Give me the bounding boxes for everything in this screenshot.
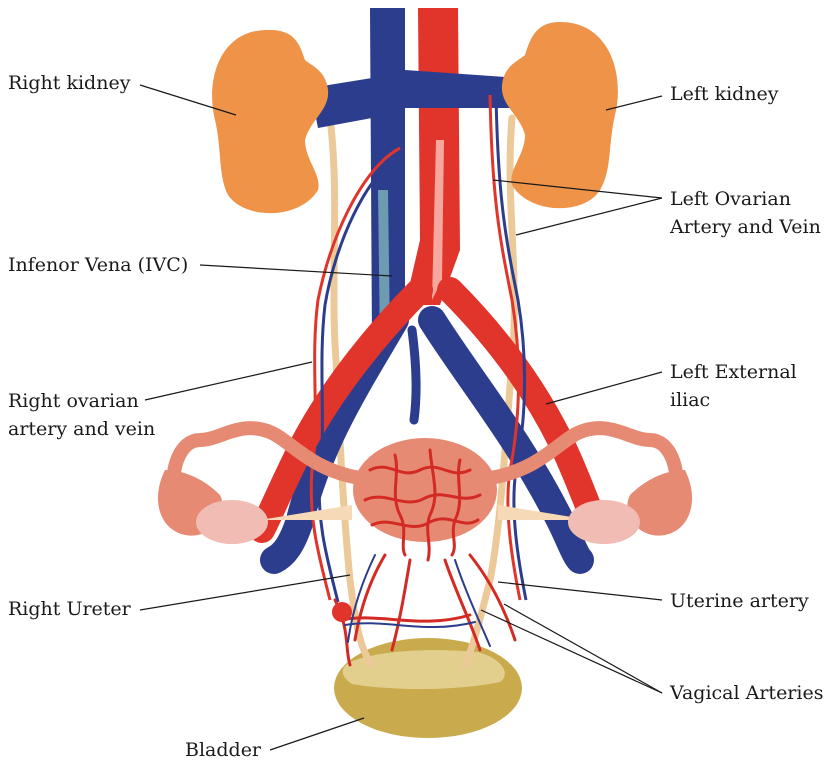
vein-branches bbox=[345, 555, 490, 646]
label-left-external-line2: iliac bbox=[670, 388, 710, 412]
leader-ivc bbox=[200, 265, 392, 276]
label-vagical-arteries: Vagical Arteries bbox=[670, 681, 823, 705]
vein-mid-drip bbox=[412, 330, 416, 420]
label-ivc: Infenor Vena (IVC) bbox=[8, 253, 188, 277]
right-kidney-shape bbox=[212, 30, 328, 213]
label-right-ovarian-line2: artery and vein bbox=[8, 417, 155, 441]
right-ovary bbox=[196, 500, 268, 544]
leader-right-ovarian bbox=[145, 362, 312, 400]
leader-vagical-1 bbox=[504, 604, 662, 693]
label-right-ureter: Right Ureter bbox=[8, 597, 131, 621]
leader-uterine-artery bbox=[498, 582, 662, 600]
label-right-kidney: Right kidney bbox=[8, 71, 130, 95]
label-uterine-artery: Uterine artery bbox=[670, 589, 809, 613]
renal-veins bbox=[310, 70, 520, 128]
leader-bladder bbox=[270, 718, 364, 750]
label-bladder: Bladder bbox=[185, 738, 261, 762]
vessel-knot bbox=[332, 602, 352, 622]
leader-right-ureter bbox=[140, 575, 350, 610]
left-kidney-shape bbox=[502, 22, 618, 208]
aorta bbox=[405, 8, 460, 305]
uterus-body bbox=[353, 438, 497, 542]
label-right-ovarian-line1: Right ovarian bbox=[8, 389, 139, 413]
label-left-ovarian-line2: Artery and Vein bbox=[670, 215, 821, 239]
leader-left-external bbox=[546, 372, 662, 404]
label-left-external-line1: Left External bbox=[670, 360, 797, 384]
left-ovary bbox=[568, 500, 640, 544]
label-left-kidney: Left kidney bbox=[670, 82, 779, 106]
label-left-ovarian-line1: Left Ovarian bbox=[670, 187, 791, 211]
